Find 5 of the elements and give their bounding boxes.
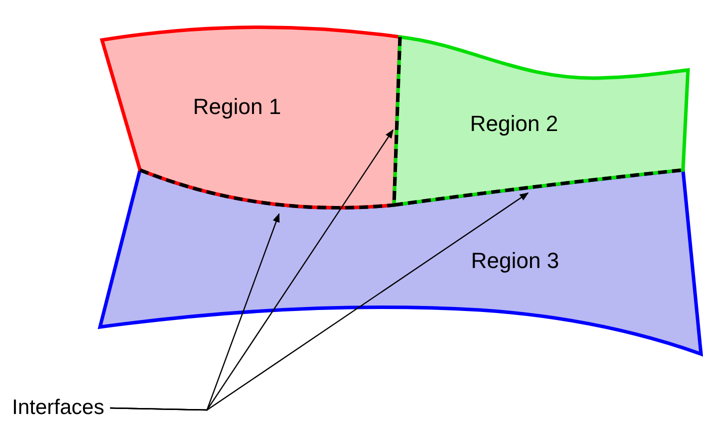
region-label: Region 2 xyxy=(470,111,558,137)
region-label: Region 1 xyxy=(193,94,282,120)
region-label: Region 3 xyxy=(471,248,560,274)
callout-label: Interfaces xyxy=(12,396,104,420)
leader-line xyxy=(110,192,529,411)
